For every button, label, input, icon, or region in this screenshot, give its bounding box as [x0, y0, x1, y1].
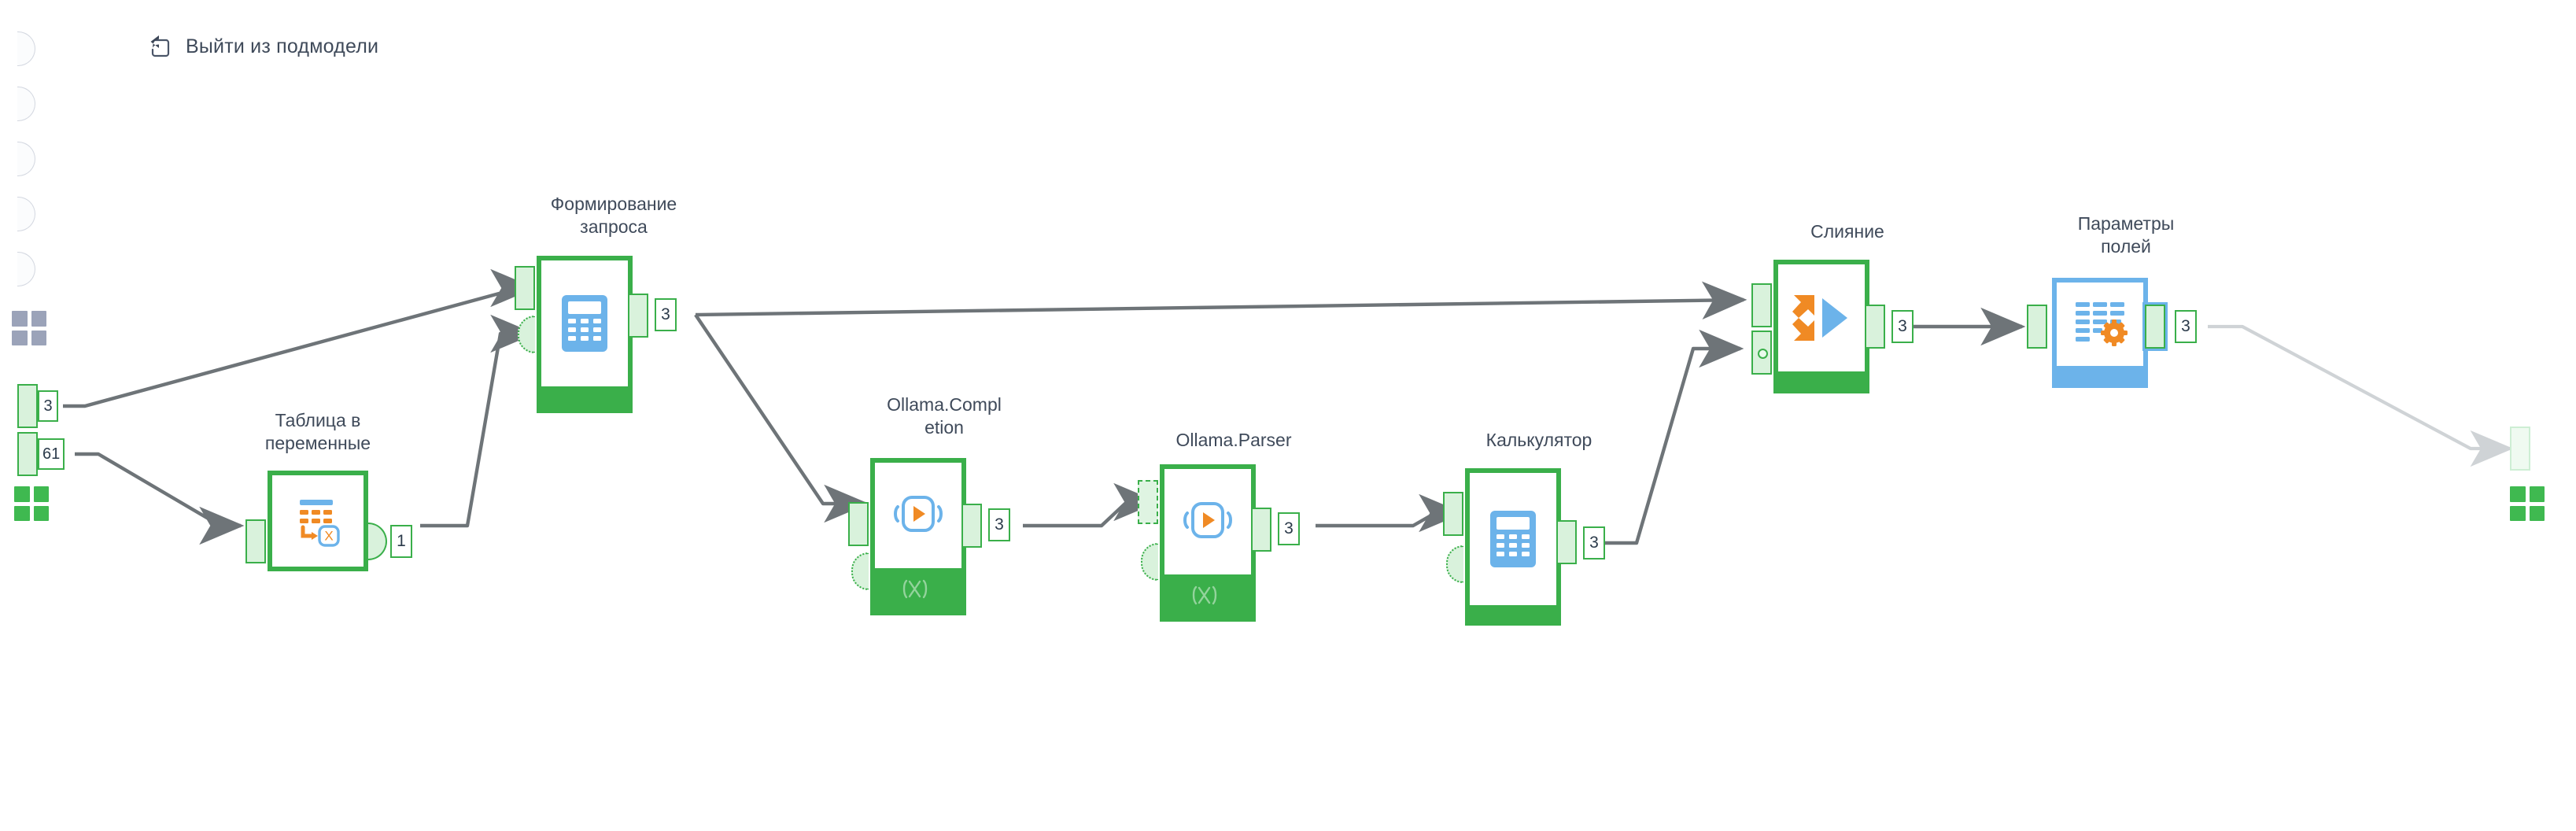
node-title: Параметры полей [2077, 213, 2175, 257]
node-input-port-variables[interactable] [1446, 545, 1463, 583]
submodel-input-port-3[interactable]: 3 [17, 384, 58, 428]
node-output-port[interactable] [1251, 508, 1271, 552]
submodel-rail-port-4[interactable] [17, 197, 35, 231]
node-body[interactable] [1465, 468, 1561, 626]
node-output-badge: 3 [2175, 310, 2197, 343]
field-settings-icon [2057, 283, 2143, 366]
play-button-icon [875, 463, 961, 568]
port-slot[interactable] [2510, 427, 2530, 471]
node-input-port[interactable] [2027, 305, 2047, 349]
node-body[interactable]: X [268, 471, 368, 571]
edge-field-parameters-to-output [2208, 324, 2514, 467]
submodel-rail-port-5[interactable] [17, 252, 35, 286]
node-body[interactable] [1773, 260, 1869, 393]
port-count-badge: 3 [38, 390, 58, 422]
node-input-port-primary[interactable] [848, 502, 869, 546]
port-count-badge: 61 [38, 438, 65, 470]
submodel-rail-grid-icon[interactable] [12, 311, 46, 345]
node-output-badge: 3 [988, 508, 1010, 541]
port-slot[interactable] [17, 384, 38, 428]
table-to-variable-icon: X [272, 475, 364, 567]
node-input-port-variables[interactable] [1141, 543, 1158, 581]
submodel-input-grid-icon[interactable] [14, 486, 49, 521]
node-output-port[interactable] [1865, 305, 1885, 349]
node-output-port[interactable] [628, 294, 648, 338]
edge-build-query-to-completion [694, 313, 869, 523]
edge-build-query-to-merge [695, 281, 1747, 319]
merge-arrows-icon [1778, 264, 1865, 371]
node-input-port-primary[interactable] [1138, 480, 1158, 524]
submodel-rail-port-2[interactable] [17, 87, 35, 121]
node-body[interactable] [537, 256, 633, 413]
node-body[interactable] [2052, 278, 2148, 388]
node-body[interactable] [1160, 464, 1256, 622]
submodel-output-ghost-port[interactable] [2510, 427, 2530, 471]
calculator-icon [1470, 473, 1556, 605]
node-output-badge: 3 [655, 298, 677, 331]
edge-table-to-build-query [420, 314, 536, 528]
exit-submodel-button[interactable]: Выйти из подмодели [146, 33, 378, 60]
exit-submodel-icon [146, 33, 173, 60]
exit-submodel-label: Выйти из подмодели [186, 35, 379, 57]
port-slot[interactable] [17, 432, 38, 476]
node-output-port[interactable] [961, 504, 982, 548]
node-input-port-1[interactable] [1751, 283, 1772, 327]
node-input-port-2[interactable] [1751, 331, 1772, 375]
node-input-port[interactable] [245, 519, 266, 563]
edge-in3-to-build-query [63, 268, 536, 408]
node-input-port-variables[interactable] [851, 552, 869, 590]
calculator-icon [541, 260, 628, 386]
edge-in61-to-table [75, 452, 245, 545]
submodel-output-grid-icon[interactable] [2510, 486, 2545, 521]
node-body[interactable] [870, 458, 966, 615]
node-footer-script [875, 568, 961, 611]
node-title: Ollama.Parser [1175, 430, 1292, 450]
play-button-icon [1164, 469, 1251, 574]
node-output-badge: 3 [1891, 310, 1914, 343]
submodel-rail-port-1[interactable] [17, 31, 35, 66]
submodel-input-port-61[interactable]: 61 [17, 432, 65, 476]
node-title: Калькулятор [1485, 430, 1592, 450]
node-output-badge: 3 [1278, 512, 1300, 545]
svg-text:X: X [324, 529, 333, 544]
submodel-rail-port-3[interactable] [17, 142, 35, 176]
node-output-port[interactable] [1556, 520, 1577, 564]
node-output-port[interactable] [368, 523, 387, 560]
node-title: Слияние [1810, 221, 1884, 242]
node-title: Таблица в переменные [264, 410, 371, 453]
edge-parser-to-calculator [1316, 493, 1464, 533]
edge-completion-to-parser [1023, 482, 1159, 528]
node-footer-script [1164, 574, 1251, 617]
node-input-port-primary[interactable] [515, 266, 535, 310]
node-title: Ollama.Compl etion [887, 394, 1002, 438]
node-input-port-primary[interactable] [1443, 492, 1463, 536]
node-output-badge: 3 [1583, 526, 1605, 560]
node-input-port-variables[interactable] [518, 316, 535, 353]
node-output-badge: 1 [390, 525, 412, 558]
node-output-port[interactable] [2145, 305, 2165, 349]
node-title: Формирование запроса [550, 194, 677, 237]
